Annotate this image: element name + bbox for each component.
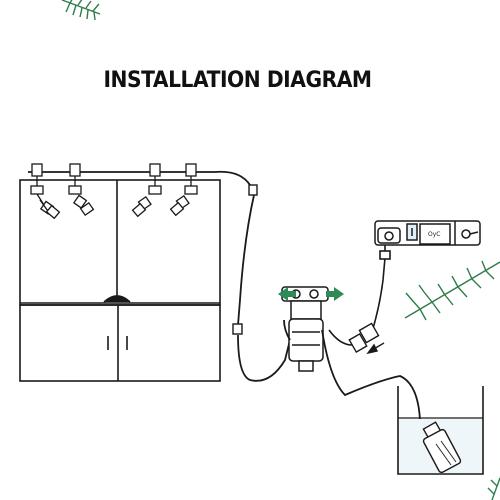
misting-pipe bbox=[28, 170, 291, 382]
nozzle-icon bbox=[131, 163, 162, 218]
nozzle-icon bbox=[169, 163, 198, 217]
pipe-connector-middle bbox=[232, 323, 243, 335]
timer-display: OyC bbox=[428, 231, 440, 238]
pipe-connector-top bbox=[248, 184, 258, 196]
timer-icon bbox=[374, 220, 481, 246]
greenhouse-cabinet bbox=[19, 179, 221, 382]
outlet-hose bbox=[283, 319, 291, 341]
direction-arrow-icon bbox=[366, 342, 385, 355]
water-tank bbox=[397, 386, 484, 475]
filter-icon bbox=[422, 421, 462, 474]
pine-branch-bottom-icon bbox=[487, 477, 500, 500]
diagram-title: INSTALLATION DIAGRAM bbox=[103, 68, 372, 93]
pine-branch-top-icon bbox=[61, 0, 101, 21]
timer-cable bbox=[379, 245, 391, 260]
nozzle-icon bbox=[68, 163, 95, 217]
inlet-hose bbox=[321, 329, 425, 427]
plug-icon bbox=[348, 322, 380, 354]
nozzle-icon bbox=[30, 163, 61, 220]
water-flow-arrow-icon bbox=[278, 287, 344, 301]
pine-branch-right-icon bbox=[404, 260, 500, 321]
pump-icon bbox=[281, 286, 329, 372]
